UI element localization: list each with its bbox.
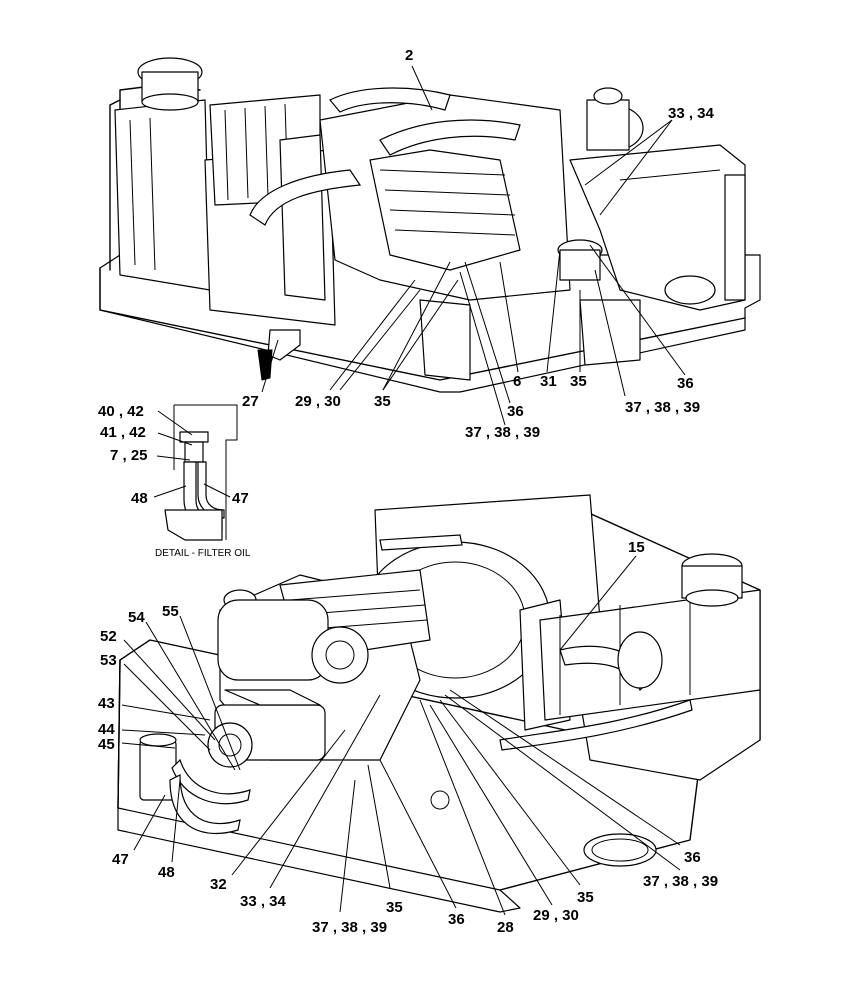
bottom-leader-lines [121, 555, 681, 916]
label-bottom-37-38-39a: 37 , 38 , 39 [312, 919, 387, 936]
label-top-36a: 36 [677, 375, 694, 392]
label-bottom-32: 32 [210, 876, 227, 893]
label-bottom-35a: 35 [386, 899, 403, 916]
label-bottom-53: 53 [100, 652, 117, 669]
label-detail-41-42: 41 , 42 [100, 424, 146, 441]
detail-filter-oil: 40 , 42 41 , 42 7 , 25 48 47 DETAIL - FI… [98, 403, 251, 559]
label-top-37-38-39a: 37 , 38 , 39 [625, 399, 700, 416]
label-bottom-35b: 35 [577, 889, 594, 906]
label-top-33-34: 33 , 34 [668, 105, 715, 122]
label-top-6: 6 [513, 373, 521, 390]
bottom-view-labels: 15 54 55 52 53 43 44 45 47 48 32 33 , 34… [98, 539, 718, 936]
top-engine-view [99, 57, 761, 393]
top-view-labels: 2 33 , 34 27 29 , 30 35 6 31 35 36 37 , … [242, 47, 715, 441]
top-leader-lines [261, 65, 686, 426]
label-bottom-36a: 36 [448, 911, 465, 928]
label-top-36b: 36 [507, 403, 524, 420]
label-bottom-54: 54 [128, 609, 145, 626]
label-bottom-29-30: 29 , 30 [533, 907, 579, 924]
label-bottom-52: 52 [100, 628, 117, 645]
label-top-29-30: 29 , 30 [295, 393, 341, 410]
label-bottom-37-38-39b: 37 , 38 , 39 [643, 873, 718, 890]
label-bottom-47: 47 [112, 851, 129, 868]
label-top-35b: 35 [570, 373, 587, 390]
bottom-engine-view [117, 494, 761, 913]
label-detail-40-42: 40 , 42 [98, 403, 144, 420]
label-detail-48: 48 [131, 490, 148, 507]
label-bottom-15: 15 [628, 539, 645, 556]
label-bottom-33-34: 33 , 34 [240, 893, 287, 910]
detail-caption: DETAIL - FILTER OIL [155, 548, 251, 559]
label-bottom-45: 45 [98, 736, 115, 753]
label-bottom-36b: 36 [684, 849, 701, 866]
label-bottom-43: 43 [98, 695, 115, 712]
label-bottom-28: 28 [497, 919, 514, 936]
label-top-2: 2 [405, 47, 413, 64]
label-bottom-55: 55 [162, 603, 179, 620]
label-top-31: 31 [540, 373, 557, 390]
label-detail-47: 47 [232, 490, 249, 507]
label-top-35a: 35 [374, 393, 391, 410]
label-top-27: 27 [242, 393, 259, 410]
label-detail-7-25: 7 , 25 [110, 447, 148, 464]
label-bottom-44: 44 [98, 721, 115, 738]
label-bottom-48: 48 [158, 864, 175, 881]
label-top-37-38-39b: 37 , 38 , 39 [465, 424, 540, 441]
